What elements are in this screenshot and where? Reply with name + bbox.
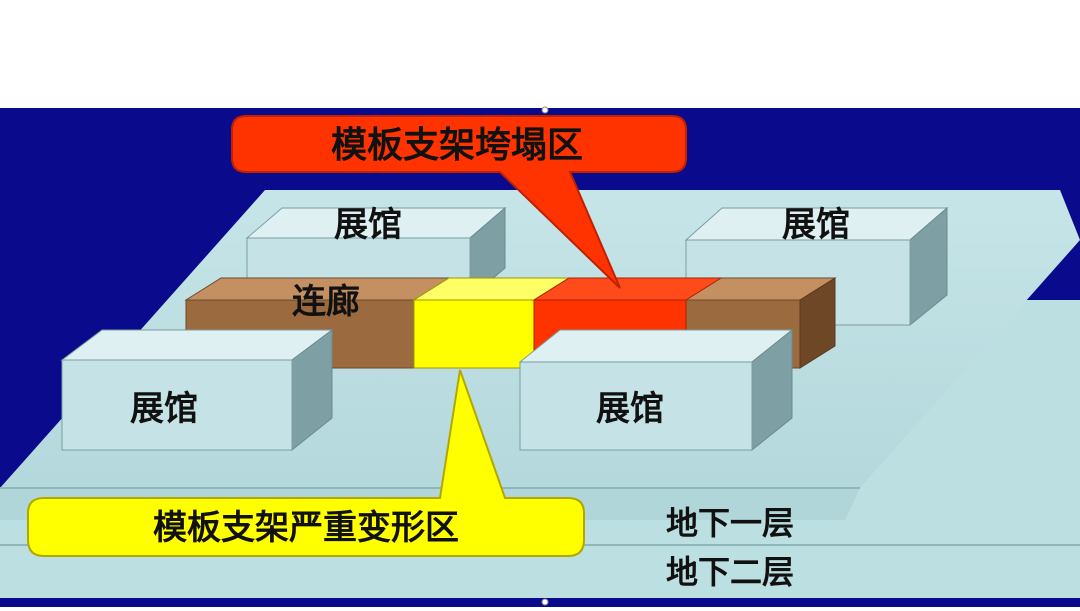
selection-handle-bottom [541,598,549,606]
basement-2-label: 地下二层 [666,553,794,591]
selection-handle-top [541,106,549,114]
pavilion-front-left [60,329,334,452]
pavilion-front-right-label: 展馆 [596,389,664,429]
basement-1-label: 地下一层 [666,504,794,542]
corridor-label: 连廊 [292,282,360,322]
deformation-callout-label: 模板支架严重变形区 [153,508,459,548]
pavilion-back-left-label: 展馆 [334,205,402,245]
deformation-callout: 模板支架严重变形区 [27,369,585,557]
pavilion-back-right-label: 展馆 [782,205,850,245]
collapse-callout: 模板支架垮塌区 [231,115,687,289]
pavilion-front-left-label: 展馆 [130,389,198,429]
deformation-segment [412,277,571,369]
pavilion-front-right [518,328,794,452]
collapse-callout-label: 模板支架垮塌区 [331,124,583,166]
basement-2-slab [0,555,1080,598]
